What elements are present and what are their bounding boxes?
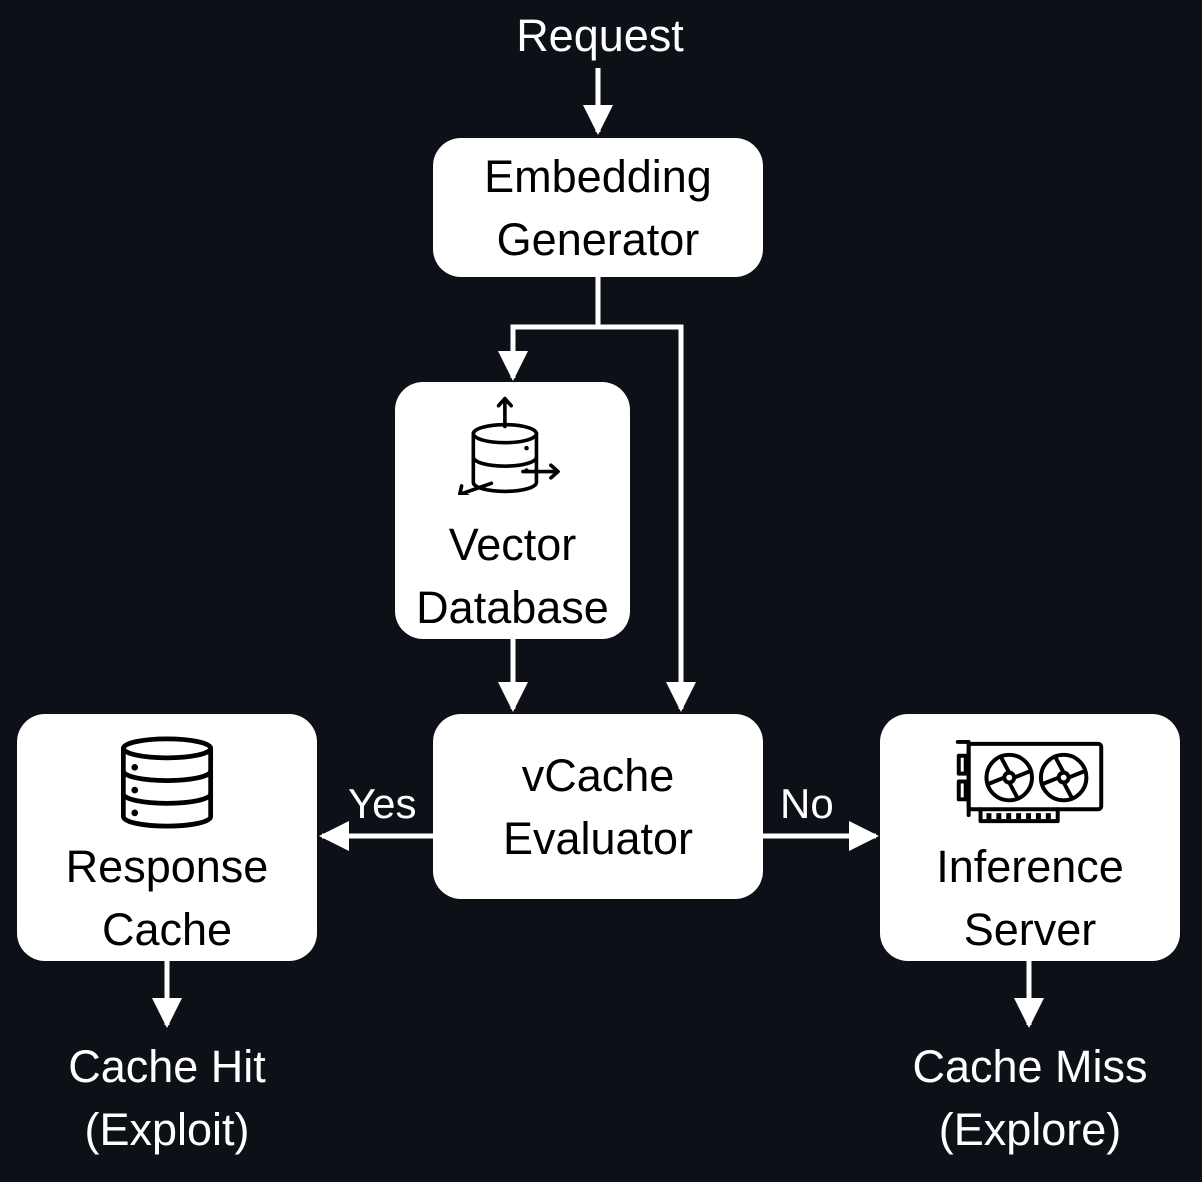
cache-hit-label: Cache Hit (Exploit)	[27, 1035, 307, 1161]
vcache-evaluator-line-1: vCache	[521, 749, 675, 801]
inference-server-line-2: Server	[963, 904, 1097, 955]
vector-database-node: Vector Database	[395, 382, 630, 639]
inference-server-node: Inference Server	[880, 714, 1180, 961]
request-text: Request	[516, 10, 684, 61]
embedding-generator-line-2: Generator	[496, 213, 700, 265]
embedding-generator-node: Embedding Generator	[433, 138, 763, 277]
arrow-embedding-to-evaluator	[598, 324, 696, 712]
vector-database-line-2: Database	[416, 582, 609, 633]
response-cache-line-2: Cache	[101, 904, 233, 955]
vcache-evaluator-line-2: Evaluator	[502, 812, 694, 864]
response-cache-node: Response Cache	[17, 714, 317, 961]
gpu-card-icon	[955, 739, 1104, 824]
cache-hit-line-2: (Exploit)	[84, 1104, 250, 1155]
no-edge-label: No	[780, 780, 834, 827]
cache-miss-line-1: Cache Miss	[912, 1041, 1148, 1092]
request-label: Request	[470, 4, 730, 67]
cache-miss-line-2: (Explore)	[938, 1104, 1122, 1155]
embedding-generator-line-1: Embedding	[484, 150, 712, 202]
arrow-embedding-to-vectordb	[498, 277, 601, 381]
inference-server-line-1: Inference	[936, 841, 1124, 892]
cache-hit-line-1: Cache Hit	[68, 1041, 266, 1092]
response-cache-line-1: Response	[65, 841, 269, 892]
database-server-icon	[120, 736, 214, 829]
vector-database-icon	[457, 396, 560, 495]
cache-miss-label: Cache Miss (Explore)	[880, 1035, 1180, 1161]
vector-database-line-1: Vector	[448, 519, 577, 570]
vcache-evaluator-node: vCache Evaluator	[433, 714, 763, 899]
yes-edge-label: Yes	[348, 780, 417, 827]
